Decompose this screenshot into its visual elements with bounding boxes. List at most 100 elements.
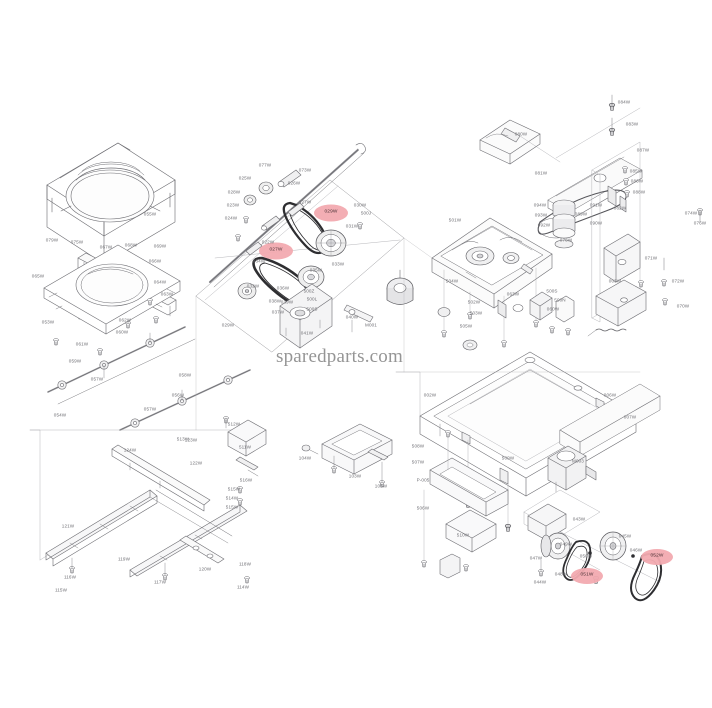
- part-label: 083W: [625, 121, 639, 127]
- part-label: 027W: [298, 199, 312, 205]
- part-label: 065W: [31, 273, 45, 279]
- part-motor-can: [386, 269, 414, 305]
- part-label: 506W: [416, 505, 430, 511]
- part-label: 049W: [559, 541, 573, 547]
- part-label: 089W: [574, 211, 588, 217]
- part-label: 118W: [238, 561, 252, 567]
- part-label: 500S: [306, 306, 318, 312]
- part-label: 037W: [271, 309, 285, 315]
- part-label: 044W: [533, 579, 547, 585]
- part-label: 054W: [53, 412, 67, 418]
- part-label: 082W: [613, 205, 627, 211]
- part-label: 503W: [469, 310, 483, 316]
- part-label: 086W: [630, 178, 644, 184]
- part-label: M001: [365, 322, 377, 328]
- part-label: 003W: [608, 278, 622, 284]
- part-label: 120W: [198, 566, 212, 572]
- part-label: 062W: [118, 317, 132, 323]
- part-label: 516W: [239, 477, 253, 483]
- part-label: 500N: [554, 297, 566, 303]
- highlight-part-label: 029W: [324, 209, 338, 215]
- part-label: 104W: [298, 455, 312, 461]
- part-label: 077W: [258, 162, 272, 168]
- part-label: 122W: [189, 460, 203, 466]
- part-label: 064W: [153, 279, 167, 285]
- part-label: 513W: [176, 436, 190, 442]
- part-group-bottom-left-rails: [45, 444, 248, 578]
- part-group-right-small-parts: [497, 291, 575, 336]
- part-label: 057W: [90, 376, 104, 382]
- part-label: 512W: [227, 421, 241, 427]
- part-label: 039W: [280, 299, 294, 305]
- part-label: 007W: [623, 414, 637, 420]
- part-label: 091W: [589, 202, 603, 208]
- highlight-ellipse: [259, 242, 293, 260]
- part-group-bottom-center-parts: [223, 416, 267, 506]
- part-label: 088W: [632, 189, 646, 195]
- part-label: 114W: [236, 584, 250, 590]
- part-group-right-arm-frame: [537, 156, 643, 249]
- part-label: 056W: [171, 392, 185, 398]
- part-group-left-mid-plate: [43, 244, 181, 335]
- part-label: 002W: [423, 392, 437, 398]
- part-label: 067W: [99, 244, 113, 250]
- part-label: 060W: [546, 306, 560, 312]
- part-label: 025W: [238, 175, 252, 181]
- part-label: 063W: [160, 291, 174, 297]
- highlight-part-label: 052W: [650, 553, 664, 559]
- part-label: 059W: [68, 358, 82, 364]
- part-label: 061W: [75, 341, 89, 347]
- part-label: 046W: [629, 547, 643, 553]
- part-label: 105W: [374, 483, 388, 489]
- part-label: 055W: [143, 211, 157, 217]
- part-label: 121W: [61, 523, 75, 529]
- part-label: 080W: [514, 131, 528, 137]
- part-pulley-large: [315, 229, 347, 257]
- part-pulley-small-2: [258, 181, 274, 195]
- highlight-ellipse: [571, 568, 603, 584]
- part-pulley-medium: [297, 265, 325, 289]
- part-label: 500S: [546, 288, 558, 294]
- part-label: 502W: [467, 299, 481, 305]
- part-label: 069W: [153, 243, 167, 249]
- part-label: 006W: [603, 392, 617, 398]
- part-label: 508W: [411, 443, 425, 449]
- part-motor-right: [547, 445, 597, 493]
- part-label: 094W: [533, 202, 547, 208]
- part-label: M003: [572, 458, 584, 464]
- part-label: 031W: [345, 223, 359, 229]
- part-label: 115W: [54, 587, 68, 593]
- part-label: 085W: [629, 168, 643, 174]
- part-label: 119W: [117, 556, 131, 562]
- watermark: sparedparts.com: [276, 346, 403, 367]
- part-label: 076W: [693, 220, 707, 226]
- part-pulley-small-3: [243, 194, 257, 206]
- part-label: 511W: [238, 444, 252, 450]
- part-label: 028W: [227, 189, 241, 195]
- part-label: 045W: [618, 533, 632, 539]
- highlight-part-label: 027W: [269, 247, 283, 253]
- part-label: 026W: [287, 180, 301, 186]
- part-label: 050W: [579, 553, 593, 559]
- part-label: 504W: [445, 278, 459, 284]
- part-label: 040W: [345, 314, 359, 320]
- part-label: 030W: [353, 202, 367, 208]
- part-label: 092W: [537, 222, 551, 228]
- part-label: 500L: [306, 296, 318, 302]
- part-label: 035W: [309, 267, 323, 273]
- part-label: 034W: [252, 258, 266, 264]
- part-label: 072W: [671, 278, 685, 284]
- part-label: 084W: [617, 99, 631, 105]
- part-label: 033W: [331, 261, 345, 267]
- part-label: 116W: [63, 574, 77, 580]
- part-label: 024W: [224, 215, 238, 221]
- part-label: 093W: [534, 212, 548, 218]
- part-label: 029W: [221, 322, 235, 328]
- part-label: 060W: [115, 329, 129, 335]
- part-label: 057W: [143, 406, 157, 412]
- part-label: 501W: [448, 217, 462, 223]
- part-label: 043W: [572, 516, 586, 522]
- part-label: 500Z: [303, 288, 315, 294]
- part-label: 081W: [534, 170, 548, 176]
